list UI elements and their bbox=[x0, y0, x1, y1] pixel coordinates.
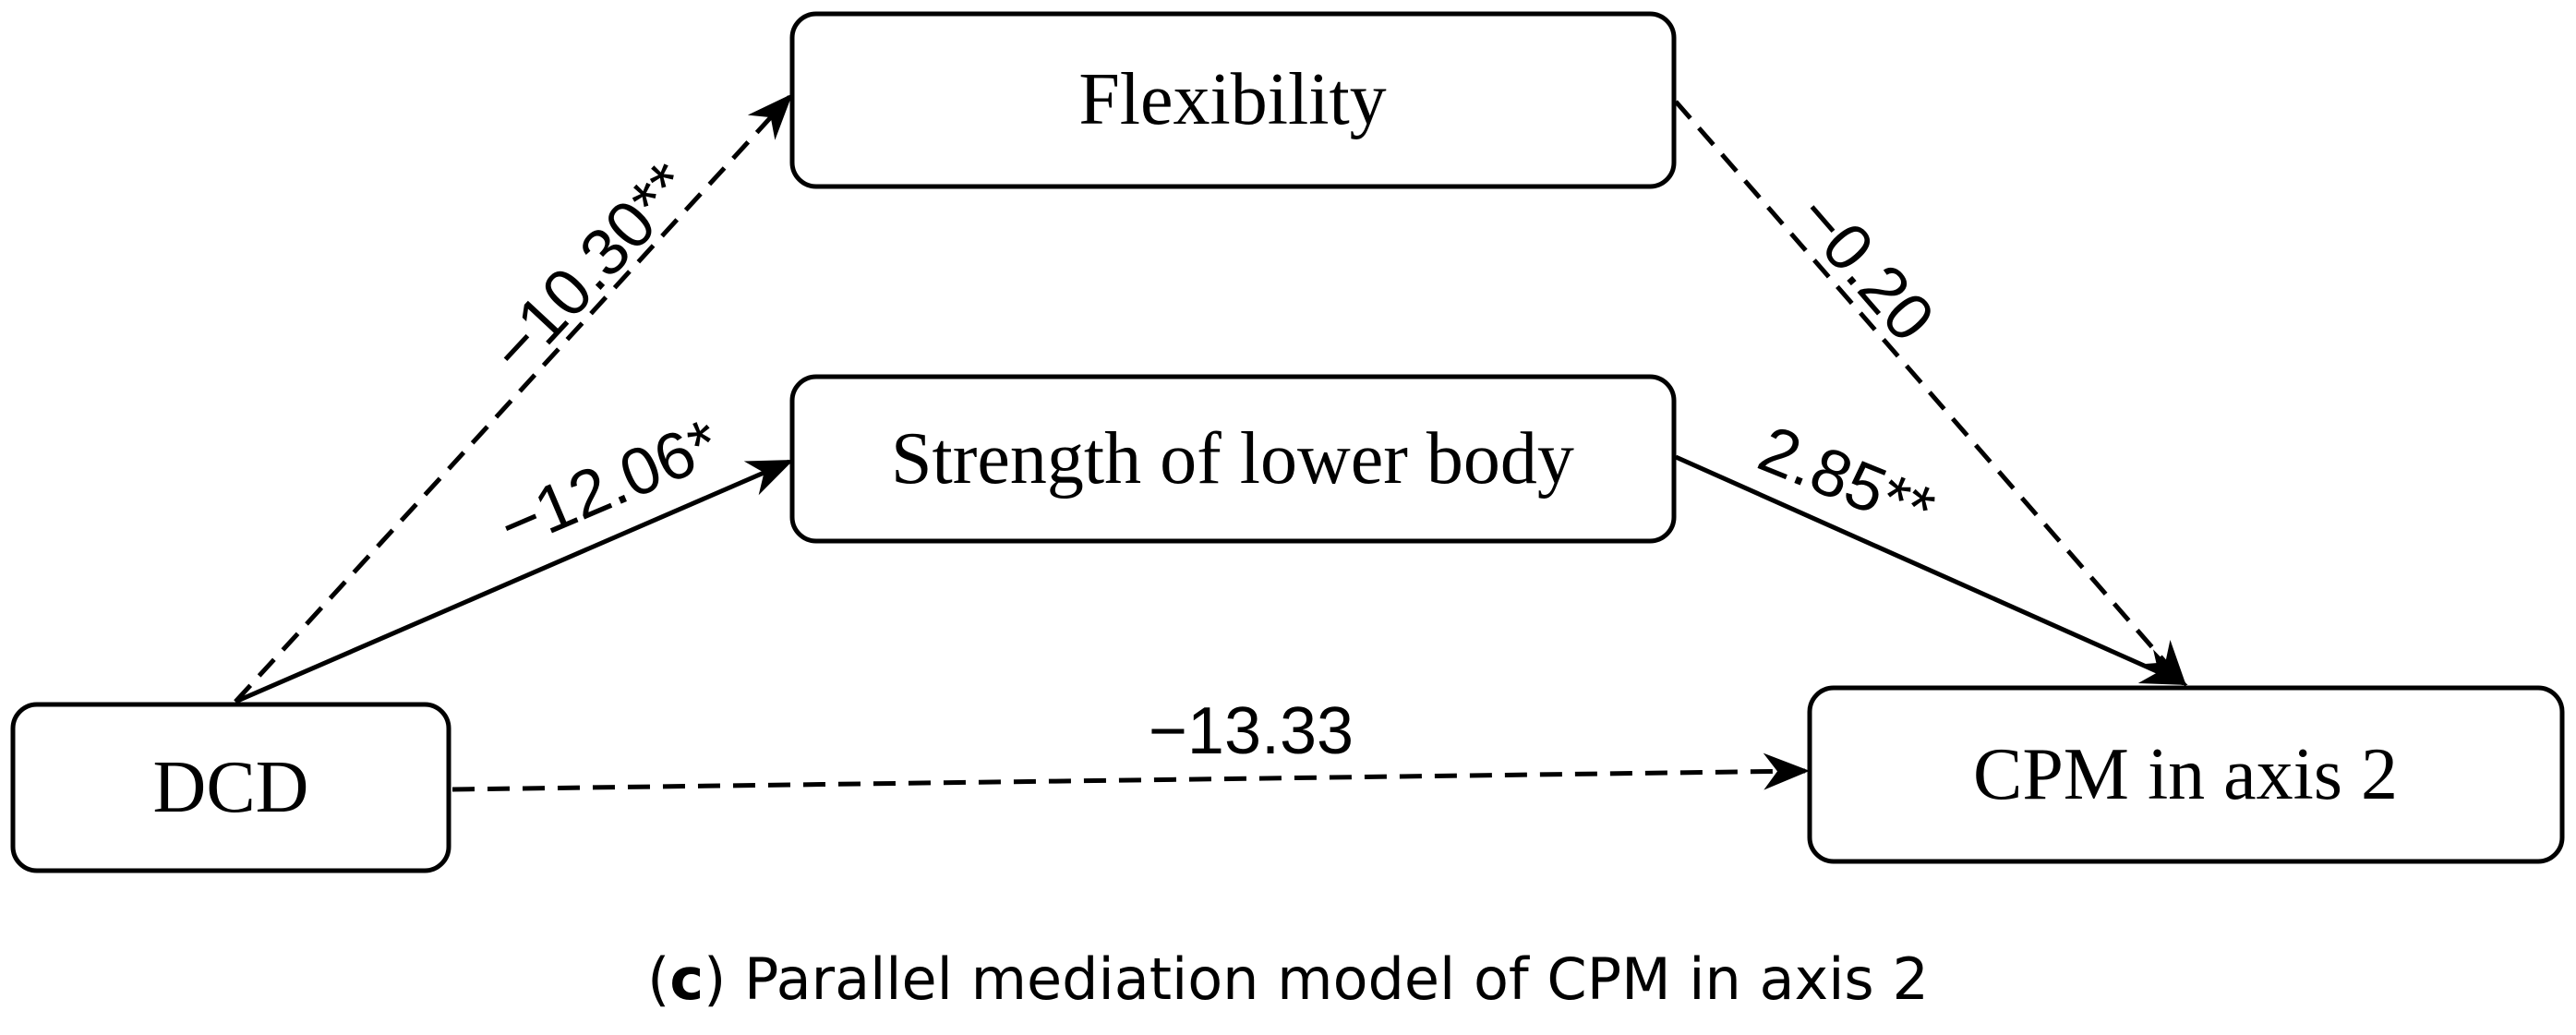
node-cpm: CPM in axis 2 bbox=[1807, 685, 2565, 864]
arrow-dcd-to-cpm bbox=[451, 752, 1810, 792]
node-dcd: DCD bbox=[10, 702, 451, 873]
arrow-dcd-to-flexibility bbox=[234, 93, 793, 704]
node-cpm-label: CPM in axis 2 bbox=[1973, 734, 2398, 815]
node-flexibility-label: Flexibility bbox=[1078, 59, 1386, 140]
arrow-strength-to-cpm bbox=[1674, 454, 2188, 686]
node-strength: Strength of lower body bbox=[789, 374, 1677, 544]
node-strength-label: Strength of lower body bbox=[891, 418, 1574, 499]
caption-close-paren: ) bbox=[704, 945, 727, 1013]
arrow-flexibility-to-cpm bbox=[1674, 100, 2187, 687]
coef-dcd-to-flexibility: −10.30** bbox=[476, 149, 705, 387]
node-flexibility: Flexibility bbox=[789, 11, 1677, 189]
figure-caption: (c) Parallel mediation model of CPM in a… bbox=[0, 951, 2576, 1008]
coef-dcd-to-cpm: −13.33 bbox=[1149, 694, 1354, 768]
mediation-diagram: Flexibility Strength of lower body DCD C… bbox=[10, 11, 2565, 873]
caption-panel-letter: c bbox=[669, 945, 704, 1013]
caption-open-paren: ( bbox=[647, 945, 670, 1013]
coef-flexibility-to-cpm: −0.20 bbox=[1782, 180, 1948, 355]
arrow-dcd-to-strength bbox=[235, 459, 794, 704]
caption-text: Parallel mediation model of CPM in axis … bbox=[726, 945, 1929, 1013]
coef-strength-to-cpm: 2.85** bbox=[1749, 412, 1944, 548]
node-dcd-label: DCD bbox=[153, 747, 309, 828]
